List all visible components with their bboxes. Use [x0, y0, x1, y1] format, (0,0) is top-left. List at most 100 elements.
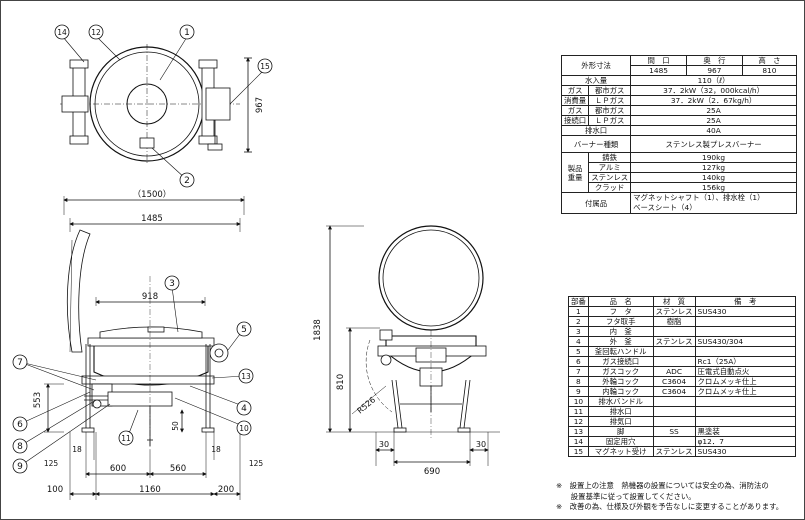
dim-header: 高 さ [741, 55, 798, 66]
callout-4: 4 [236, 400, 252, 416]
parts-note [694, 316, 797, 327]
weight-value: 190kg [630, 152, 797, 163]
weight-material: クラッド [588, 182, 632, 193]
parts-no: 5 [568, 346, 589, 357]
weight-material: アルミ [588, 162, 632, 173]
dim-1485: 1485 [141, 214, 163, 224]
parts-material: 樹脂 [652, 316, 696, 327]
parts-name: 排水バンドル [587, 396, 654, 407]
dim-690: 690 [424, 467, 440, 477]
svg-text:9: 9 [17, 462, 23, 472]
parts-material: C3604 [652, 376, 696, 387]
note-line: ※ 設置上の注意 熱機器の設置については安全の為、消防法の [556, 481, 769, 490]
dim-50: 50 [171, 421, 180, 431]
parts-material: SS [652, 426, 696, 437]
svg-text:1: 1 [184, 28, 190, 38]
parts-note: 圧電式自動点火 [694, 366, 797, 377]
callout-13: 13 [238, 368, 254, 384]
parts-note: SUS430/304 [694, 336, 797, 347]
parts-note: Rc1（25A） [694, 356, 797, 367]
parts-note: クロムメッキ仕上 [694, 376, 797, 387]
callout-12: 12 [88, 24, 104, 40]
city-gas-label: 都市ガス [588, 105, 632, 116]
parts-name: 固定用穴 [587, 436, 654, 447]
lp-gas-label: ＬＰガス [588, 115, 632, 126]
side-view [326, 225, 500, 466]
callout-7: 7 [12, 354, 28, 370]
callout-2: 2 [179, 172, 195, 188]
parts-header: 備 考 [694, 296, 797, 307]
dim-r526: R526 [356, 395, 378, 415]
dim-918: 918 [142, 292, 158, 302]
city-gas-label: 都市ガス [588, 85, 632, 96]
gas-conn-label-2: 接続口 [560, 115, 590, 126]
parts-note [694, 406, 797, 417]
parts-note [694, 396, 797, 407]
parts-name: 内 釜 [587, 326, 654, 337]
parts-material [652, 406, 696, 417]
drain-value: 40A [630, 125, 797, 136]
callout-5: 5 [236, 321, 252, 337]
callout-9: 9 [12, 458, 28, 474]
note-line: ※ 改善の為、仕様及び外観を予告なしに変更することがあります。 [556, 502, 784, 512]
parts-material [652, 396, 696, 407]
parts-material [652, 356, 696, 367]
dim-600: 600 [110, 464, 126, 474]
accessory-label: 付属品 [560, 192, 632, 214]
parts-material: ステンレス [652, 306, 696, 317]
consumption-city: 37．2kW（32，000kcal/h） [630, 85, 797, 96]
weight-material: 鋳鉄 [588, 152, 632, 163]
dim-125-left: 125 [44, 459, 59, 468]
dim-560: 560 [170, 464, 186, 474]
parts-no: 10 [568, 396, 589, 407]
dim-value: 810 [741, 65, 798, 76]
callout-15: 15 [257, 58, 273, 74]
svg-text:15: 15 [260, 62, 270, 71]
svg-text:8: 8 [17, 442, 23, 452]
parts-material: ステンレス [652, 446, 696, 457]
parts-note: クロムメッキ仕上 [694, 386, 797, 397]
top-view [60, 44, 252, 164]
notes: ※ 設置上の注意 熱機器の設置については安全の為、消防法の 設置基準に従って設置… [556, 481, 801, 513]
parts-no: 7 [568, 366, 589, 377]
parts-name: 排気口 [587, 416, 654, 427]
svg-text:6: 6 [17, 420, 23, 430]
svg-text:5: 5 [241, 325, 247, 335]
dim-1160: 1160 [139, 485, 161, 495]
dim-18-left: 18 [72, 445, 82, 454]
gas-conn-label-1: ガス [560, 105, 590, 116]
parts-no: 9 [568, 386, 589, 397]
burner-value: ステンレス製プレスバーナー [630, 135, 797, 153]
front-view [44, 196, 245, 500]
parts-no: 14 [568, 436, 589, 447]
callout-10: 10 [236, 420, 252, 436]
svg-text:3: 3 [169, 279, 175, 289]
parts-name: ガスコック [587, 366, 654, 377]
dim-value: 1485 [630, 65, 687, 76]
gas-consumption-label-2: 消費量 [560, 95, 590, 106]
parts-note: 黒塗装 [694, 426, 797, 437]
consumption-lp: 37．2kW（2．67kg/h） [630, 95, 797, 106]
dim-1500: （1500） [133, 189, 172, 200]
parts-no: 13 [568, 426, 589, 437]
svg-text:7: 7 [17, 358, 23, 368]
outer-dim-label: 外形寸法 [560, 55, 632, 76]
parts-material [652, 416, 696, 427]
parts-header: 部番 [568, 296, 589, 307]
note-line: 設置基準に従って設置してください。 [556, 491, 696, 501]
parts-no: 2 [568, 316, 589, 327]
parts-name: ガス接続口 [587, 356, 654, 367]
parts-no: 12 [568, 416, 589, 427]
parts-note [694, 416, 797, 427]
parts-no: 6 [568, 356, 589, 367]
dim-header: 間 口 [630, 55, 687, 66]
